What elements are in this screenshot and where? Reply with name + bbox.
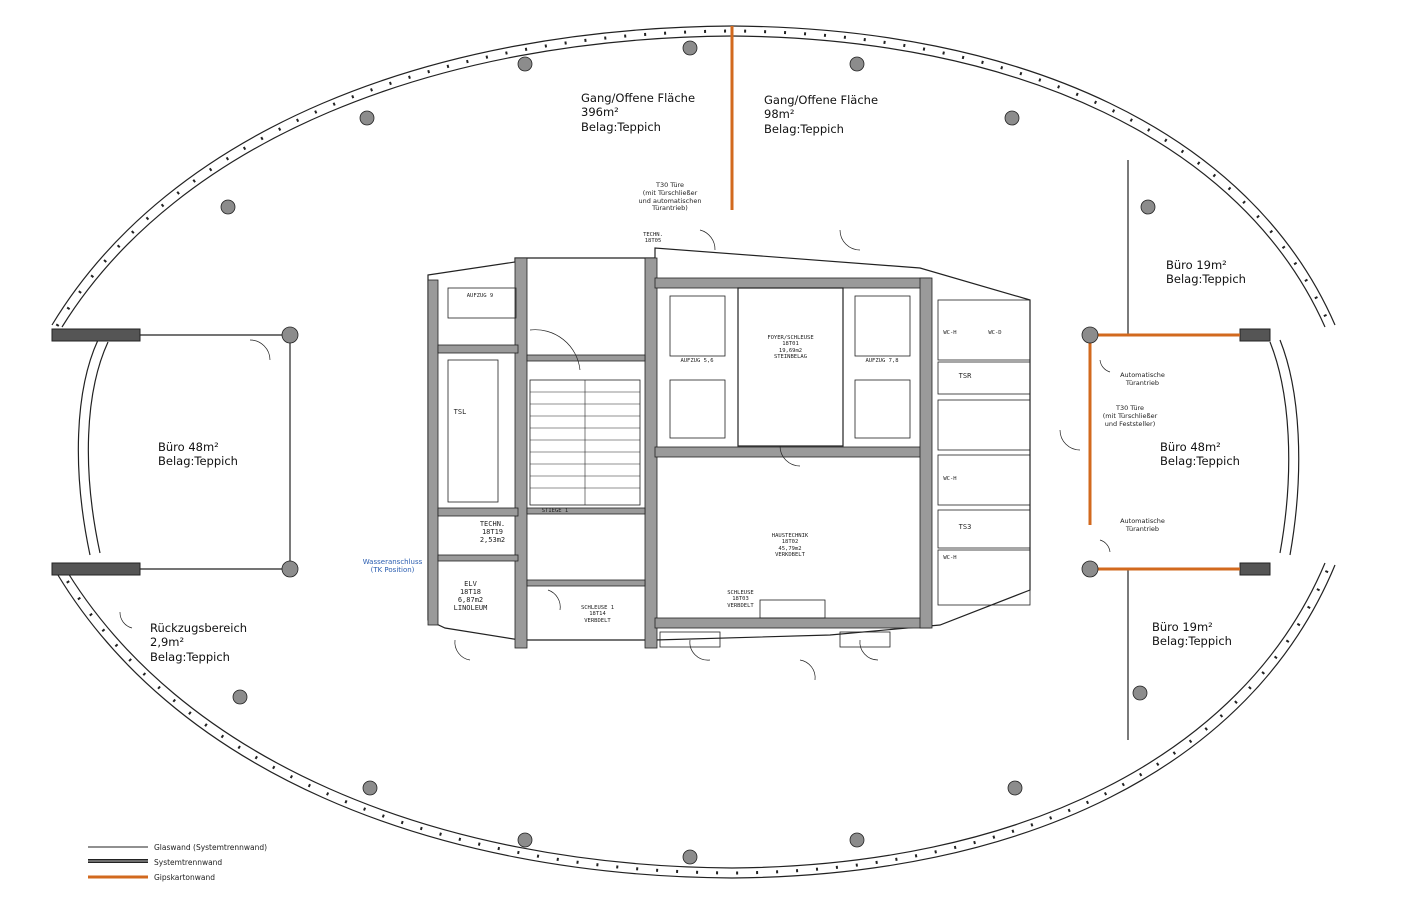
label-schleuse1: SCHLEUSE 1 18T14 VERBDELT (580, 605, 615, 624)
label-foyer: FOYER/SCHLEUSE 18T01 19,69m2 STEINBELAG (767, 335, 814, 360)
room-name: Gang/Offene Fläche (764, 93, 879, 107)
room-floor: Belag:Teppich (158, 454, 238, 469)
room-buero-48-left: Büro 48m² Belag:Teppich (158, 440, 238, 469)
note-auto-1: Automatische Türantrieb (1120, 371, 1165, 387)
room-floor: Belag:Teppich (1166, 272, 1246, 287)
legend-samples (88, 846, 148, 879)
gypsum-walls (730, 26, 1240, 571)
room-floor: Belag:Teppich (581, 119, 661, 134)
room-area: 2,9m² (150, 635, 185, 650)
room-floor: Belag:Teppich (150, 649, 230, 664)
legend-label: Glaswand (Systemtrennwand) (154, 843, 268, 852)
label-techn-top: TECHN. 18T05 (643, 232, 663, 245)
label-wc-4: WC-H (943, 555, 957, 561)
label-technik-18t19: TECHN. 18T19 2,53m2 (479, 520, 506, 545)
legend-item: Glaswand (Systemtrennwand) (88, 840, 267, 855)
label-wc-1: WC-H (943, 330, 957, 336)
room-gang-left: Gang/Offene Fläche 396m² Belag:Teppich (581, 91, 695, 134)
note-auto-2: Automatische Türantrieb (1120, 517, 1165, 533)
label-stiege1: STIEGE 1 (541, 508, 569, 514)
room-gang-right: Gang/Offene Fläche 98m² Belag:Teppich (764, 93, 878, 136)
room-name: Gang/Offene Fläche (581, 91, 696, 105)
label-aufzug-9: AUFZUG 9 (466, 293, 494, 299)
note-wasseranschluss: Wasseranschluss (TK Position) (362, 558, 423, 575)
legend: Glaswand (Systemtrennwand) Systemtrennwa… (88, 840, 267, 885)
note-t30-right: T30 Türe (mit Türschließer und Feststell… (1102, 404, 1158, 428)
label-aufzug-78: AUFZUG 7,8 (865, 358, 899, 364)
room-buero-19-bottom: Büro 19m² Belag:Teppich (1152, 620, 1232, 649)
room-buero-48-right: Büro 48m² Belag:Teppich (1160, 440, 1240, 469)
room-floor: Belag:Teppich (764, 121, 844, 136)
label-aufzug-56: AUFZUG 5,6 (680, 358, 714, 364)
legend-item: Systemtrennwand (88, 855, 267, 870)
label-tsr: TSR (958, 372, 972, 380)
room-name: Büro 48m² (158, 440, 219, 454)
label-schleuse-bottom: SCHLEUSE 18T03 VERBDELT (727, 590, 754, 609)
room-area: 98m² (764, 107, 795, 122)
label-haustechnik: HAUSTECHNIK 18T02 45,79m2 VERKDBELT (771, 533, 809, 558)
room-name: Büro 19m² (1152, 620, 1213, 634)
central-core (119, 229, 1111, 681)
room-name: Büro 19m² (1166, 258, 1227, 272)
glass-walls (140, 160, 1129, 740)
room-floor: Belag:Teppich (1160, 454, 1240, 469)
room-name: Rückzugsbereich (150, 621, 248, 635)
label-wc-2: WC-D (988, 330, 1002, 336)
columns (220, 40, 1156, 865)
label-tsl: TSL (453, 408, 467, 416)
room-area: 396m² (581, 105, 619, 120)
label-ts3: TS3 (958, 523, 972, 531)
legend-label: Gipskartonwand (154, 873, 215, 882)
room-name: Büro 48m² (1160, 440, 1221, 454)
room-buero-19-top: Büro 19m² Belag:Teppich (1166, 258, 1246, 287)
legend-item: Gipskartonwand (88, 870, 267, 885)
legend-label: Systemtrennwand (154, 858, 223, 867)
label-wc-3: WC-H (943, 476, 957, 482)
label-elv: ELV 18T18 6,87m2 LINOLEUM (453, 580, 488, 613)
room-rueckzug: Rückzugsbereich 2,9m² Belag:Teppich (150, 621, 247, 664)
room-floor: Belag:Teppich (1152, 634, 1232, 649)
note-t30-top: T30 Türe (mit Türschließer und automatis… (638, 181, 702, 213)
